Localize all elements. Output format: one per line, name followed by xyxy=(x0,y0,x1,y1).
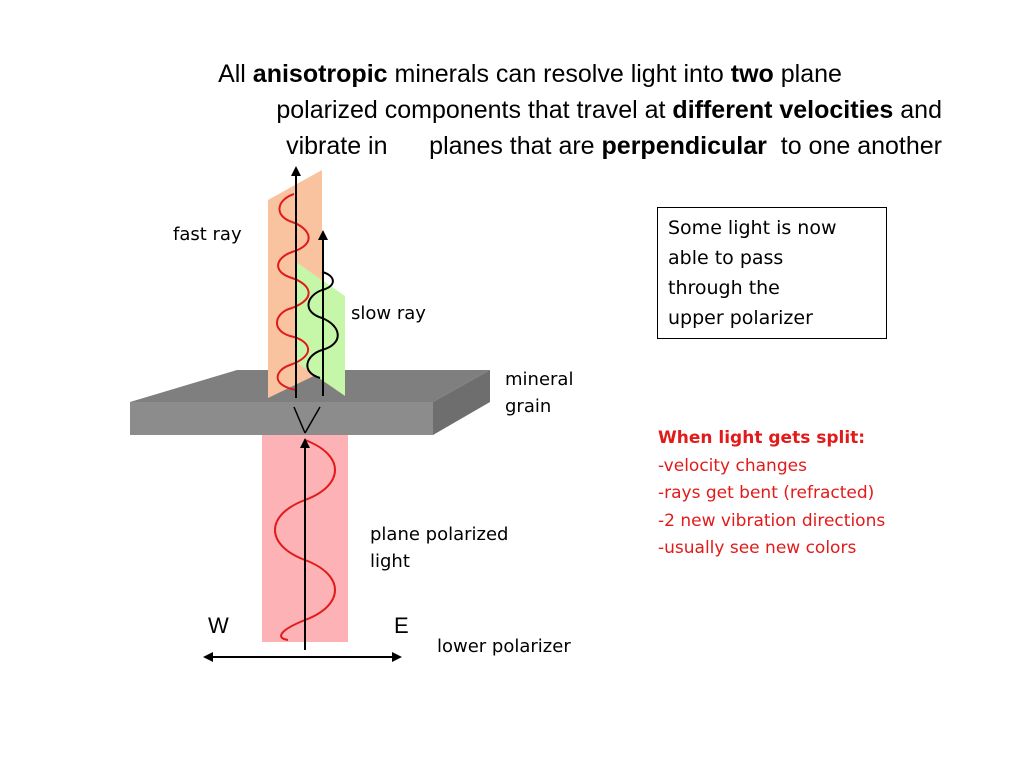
split-right xyxy=(304,406,321,434)
title-line-3: vibrate in planes that are perpendicular… xyxy=(286,132,942,160)
slide-title: All anisotropic minerals can resolve lig… xyxy=(40,56,960,164)
fast-ray-wave xyxy=(276,193,310,391)
light-split-notes: When light gets split: -velocity changes… xyxy=(658,425,885,563)
light-split-item: -velocity changes xyxy=(658,455,807,476)
title-line-2: polarized components that travel at diff… xyxy=(276,96,942,124)
light-split-heading: When light gets split: xyxy=(658,428,866,448)
fast-ray-label: fast ray xyxy=(173,224,242,245)
lower-light-wave xyxy=(274,439,336,641)
light-split-item: -rays get bent (refracted) xyxy=(658,483,875,503)
mineral-grain-side xyxy=(433,370,490,435)
plane-polarized-light-label: plane polarized light xyxy=(370,524,509,572)
light-split-item: -usually see new colors xyxy=(658,538,857,558)
mineral-grain-front xyxy=(130,402,433,435)
title-line-1: All anisotropic minerals can resolve lig… xyxy=(218,60,842,88)
split-left xyxy=(293,406,306,434)
lower-polarizer-label: lower polarizer xyxy=(437,636,571,657)
mineral-grain-label: mineral grain xyxy=(505,369,574,417)
west-label: W xyxy=(208,613,229,638)
slow-ray-label: slow ray xyxy=(351,303,426,324)
mineral-grain-top xyxy=(130,370,490,402)
upper-polarizer-note: Some light is now able to pass through t… xyxy=(657,207,887,339)
light-split-item: -2 new vibration directions xyxy=(658,510,886,531)
east-label: E xyxy=(394,613,409,638)
